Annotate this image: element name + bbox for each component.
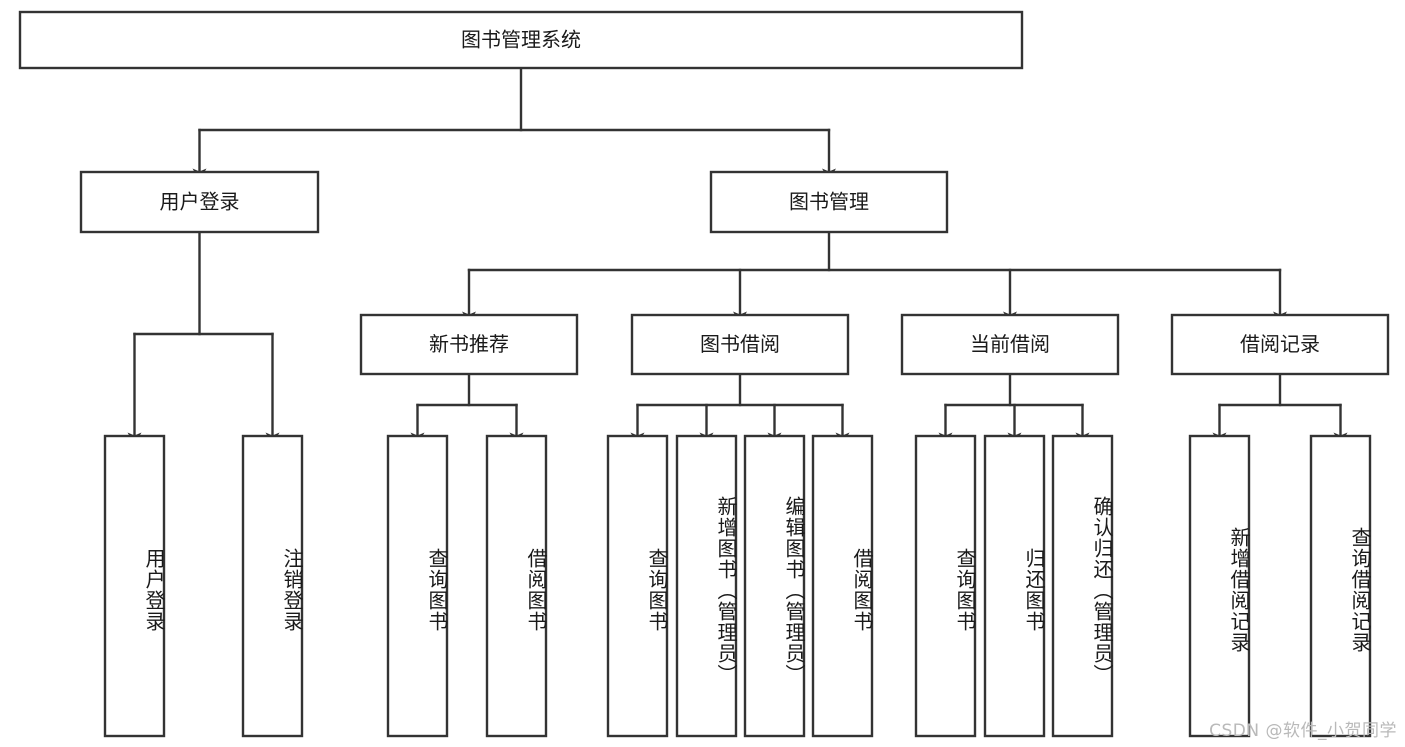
node-box-layer bbox=[18, 10, 1390, 738]
node-borrow-record-label: 借阅记录 bbox=[1240, 332, 1320, 356]
node-leaf-logout[interactable] bbox=[241, 434, 304, 738]
node-leaf-edit-book[interactable] bbox=[743, 434, 806, 738]
node-leaf-confirm-return[interactable] bbox=[1051, 434, 1114, 738]
node-leaf-add-record[interactable] bbox=[1188, 434, 1251, 738]
node-leaf-query-book-3[interactable] bbox=[914, 434, 977, 738]
node-leaf-return-book[interactable] bbox=[983, 434, 1046, 738]
node-current-borrow[interactable] bbox=[900, 313, 1120, 376]
watermark-credit: CSDN @软件_小贺同学 bbox=[1209, 721, 1397, 741]
node-leaf-add-book[interactable] bbox=[675, 434, 738, 738]
node-book-manage-label: 图书管理 bbox=[789, 190, 869, 214]
node-leaf-query-book-2[interactable] bbox=[606, 434, 669, 738]
node-new-book-recommend[interactable] bbox=[359, 313, 579, 376]
node-leaf-user-login[interactable] bbox=[103, 434, 166, 738]
node-new-book-recommend-label: 新书推荐 bbox=[429, 332, 509, 356]
node-root-system[interactable] bbox=[18, 10, 1024, 70]
node-root-system-label: 图书管理系统 bbox=[461, 28, 581, 52]
node-user-login[interactable] bbox=[79, 170, 320, 234]
node-book-borrow-label: 图书借阅 bbox=[700, 332, 780, 356]
node-book-manage[interactable] bbox=[709, 170, 949, 234]
node-current-borrow-label: 当前借阅 bbox=[970, 332, 1050, 356]
node-leaf-query-record[interactable] bbox=[1309, 434, 1372, 738]
node-leaf-query-book-1[interactable] bbox=[386, 434, 449, 738]
connector-layer bbox=[127, 66, 1348, 445]
node-leaf-borrow-book-1[interactable] bbox=[485, 434, 548, 738]
node-user-login-label: 用户登录 bbox=[160, 190, 240, 214]
node-leaf-borrow-book-2[interactable] bbox=[811, 434, 874, 738]
node-book-borrow[interactable] bbox=[630, 313, 850, 376]
node-borrow-record[interactable] bbox=[1170, 313, 1390, 376]
